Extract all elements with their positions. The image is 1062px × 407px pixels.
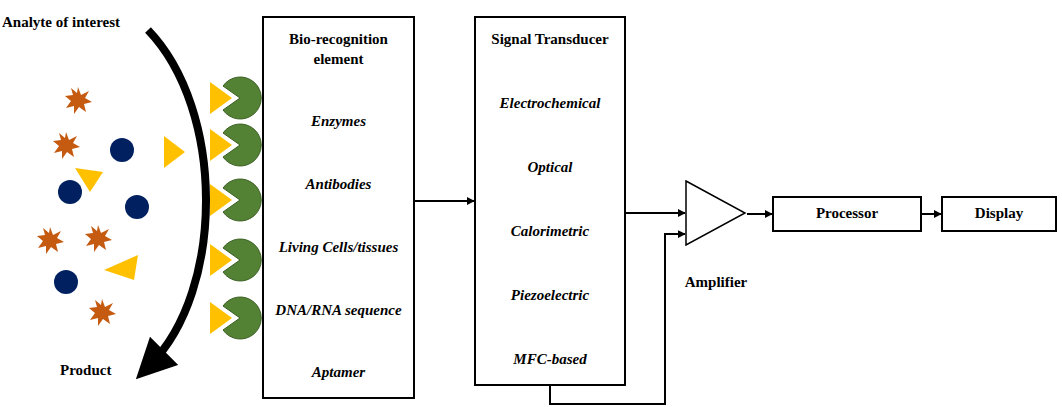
list-item: Enzymes — [311, 112, 366, 132]
box-heading: Signal Transducer — [491, 30, 608, 50]
component-list-box: Signal TransducerElectrochemicalOpticalC… — [474, 16, 626, 386]
box-heading: Processor — [816, 204, 878, 224]
analyte-shapes — [37, 87, 185, 326]
box-heading: Bio-recognition element — [270, 30, 407, 69]
amplifier-symbol: Amplifier — [685, 180, 747, 246]
bioreceptors — [210, 77, 261, 339]
callout-label: Product — [60, 362, 111, 379]
list-item: Antibodies — [306, 175, 372, 195]
amplifier-label: Amplifier — [685, 274, 747, 291]
signal-arrow — [922, 213, 941, 215]
process-box: Processor — [772, 196, 922, 232]
list-item: Living Cells/tissues — [279, 238, 399, 258]
signal-arrow — [415, 200, 474, 202]
reaction-arrow — [148, 30, 206, 365]
list-item: MFC-based — [513, 350, 586, 370]
list-item: Electrochemical — [500, 94, 601, 114]
component-list-box: Bio-recognition elementEnzymesAntibodies… — [262, 16, 415, 399]
list-item: DNA/RNA sequence — [275, 301, 401, 321]
list-item: Optical — [528, 158, 573, 178]
process-box: Display — [941, 196, 1057, 232]
amplifier-triangle — [685, 180, 747, 246]
list-item: Aptamer — [312, 363, 365, 383]
list-item: Piezoelectric — [511, 286, 589, 306]
list-item: Calorimetric — [511, 222, 589, 242]
signal-arrow — [747, 213, 772, 215]
callout-label: Analyte of interest — [2, 14, 120, 31]
box-heading: Display — [975, 204, 1023, 224]
signal-arrow — [626, 212, 685, 214]
